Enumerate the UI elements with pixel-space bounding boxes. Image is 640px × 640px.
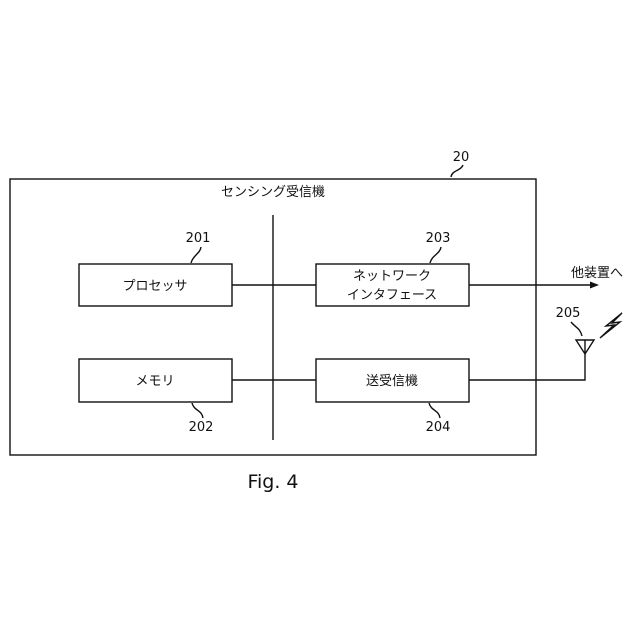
antenna-icon bbox=[576, 340, 594, 354]
lightning-icon bbox=[600, 313, 622, 338]
transceiver-ref: 204 bbox=[426, 420, 451, 435]
device-title: センシング受信機 bbox=[221, 185, 325, 200]
device-ref-leader bbox=[451, 165, 463, 177]
network-interface-label-line2: インタフェース bbox=[347, 288, 437, 303]
external-label: 他装置へ bbox=[571, 266, 623, 281]
device-ref: 20 bbox=[453, 150, 470, 165]
memory-ref: 202 bbox=[189, 420, 214, 435]
external-arrowhead bbox=[590, 282, 599, 289]
memory-label: メモリ bbox=[135, 374, 174, 389]
antenna-ref: 205 bbox=[556, 306, 581, 321]
processor-label: プロセッサ bbox=[122, 279, 187, 294]
antenna-ref-leader bbox=[571, 322, 582, 336]
network-interface-ref: 203 bbox=[426, 231, 451, 246]
processor-ref: 201 bbox=[186, 231, 211, 246]
network-interface-label-line1: ネットワーク bbox=[353, 269, 431, 284]
figure-caption: Fig. 4 bbox=[247, 471, 298, 493]
transceiver-label: 送受信機 bbox=[366, 374, 418, 389]
